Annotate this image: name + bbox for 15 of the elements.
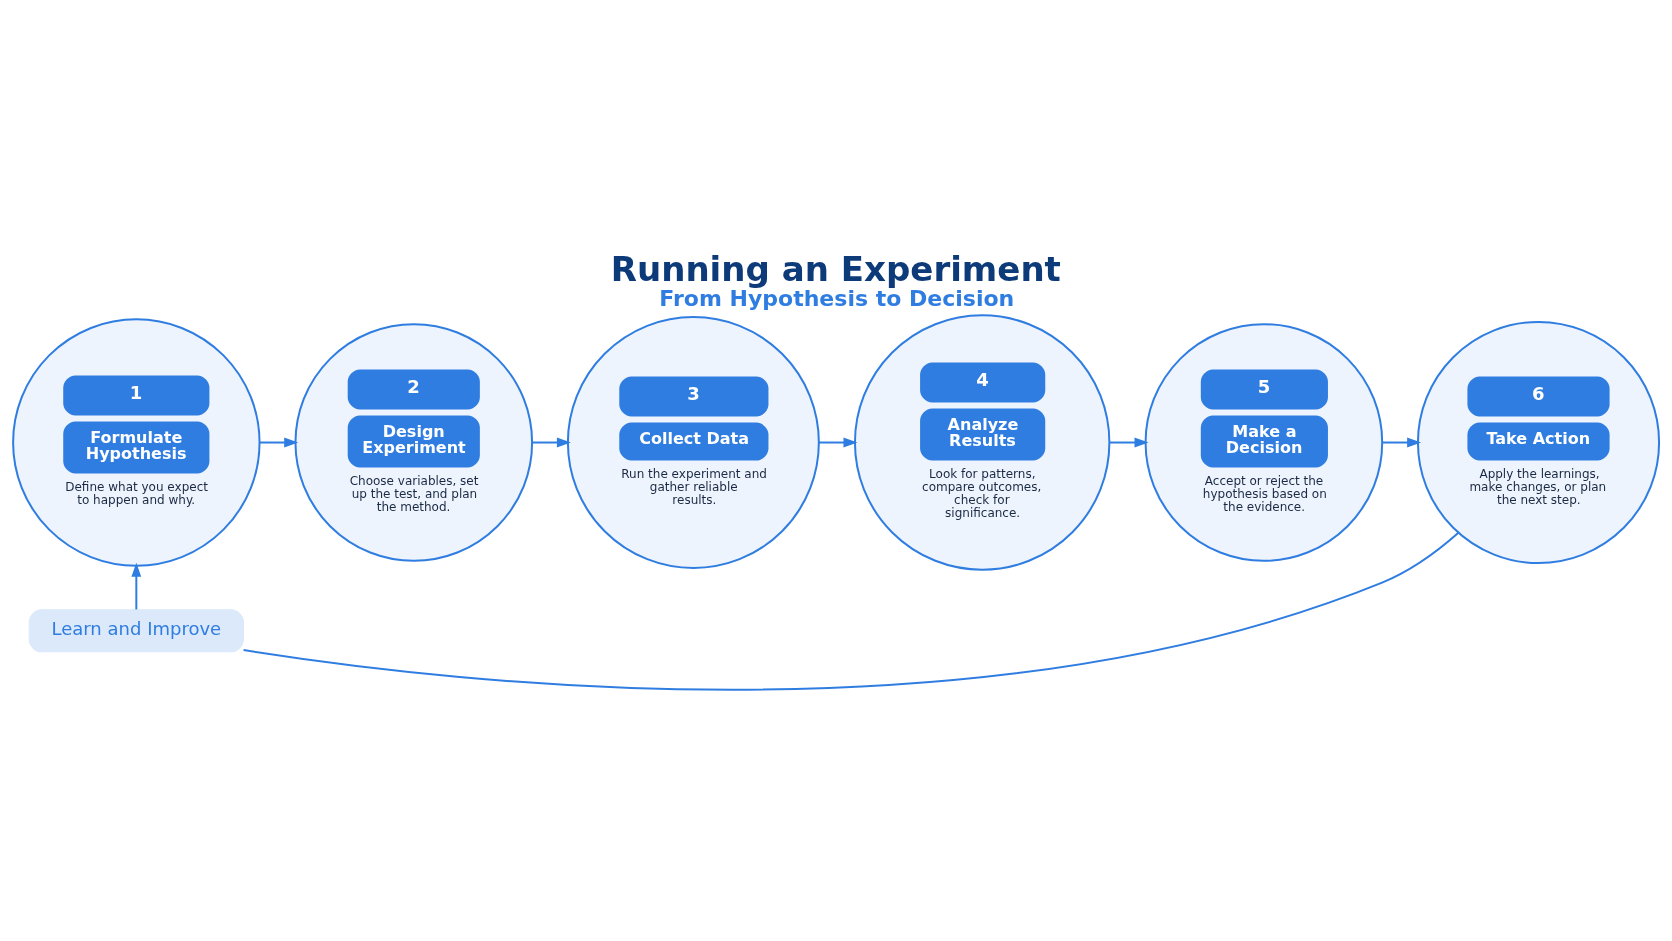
arrow xyxy=(1381,437,1422,448)
arrow xyxy=(258,437,299,448)
arrow xyxy=(531,437,571,448)
node-circle: 1 Formulate Hypothesis Define what you expect to happen and why. xyxy=(12,318,261,567)
arrow xyxy=(131,562,142,611)
node-circle: 6 Take Action Apply the learnings, make changes, or plan the next step. xyxy=(1416,320,1661,565)
connector xyxy=(242,531,1460,691)
node-circle: 2 Design Experiment Choose variables, set up the test, and plan the method. xyxy=(294,323,534,562)
node-circle: 3 Collect Data Run the experiment and gather reliable results. xyxy=(566,316,820,569)
node-box: Learn and Improve xyxy=(28,609,244,653)
node-circle: 5 Make a Decision Accept or reject the hypothesis based on the evidence. xyxy=(1144,323,1384,562)
node-circle: 4 Analyze Results Look for patterns, compare outcomes, check for significance. xyxy=(853,314,1111,571)
arrow xyxy=(817,437,858,448)
arrow xyxy=(1108,437,1149,448)
diagram-title: Running an Experiment xyxy=(610,249,1061,290)
